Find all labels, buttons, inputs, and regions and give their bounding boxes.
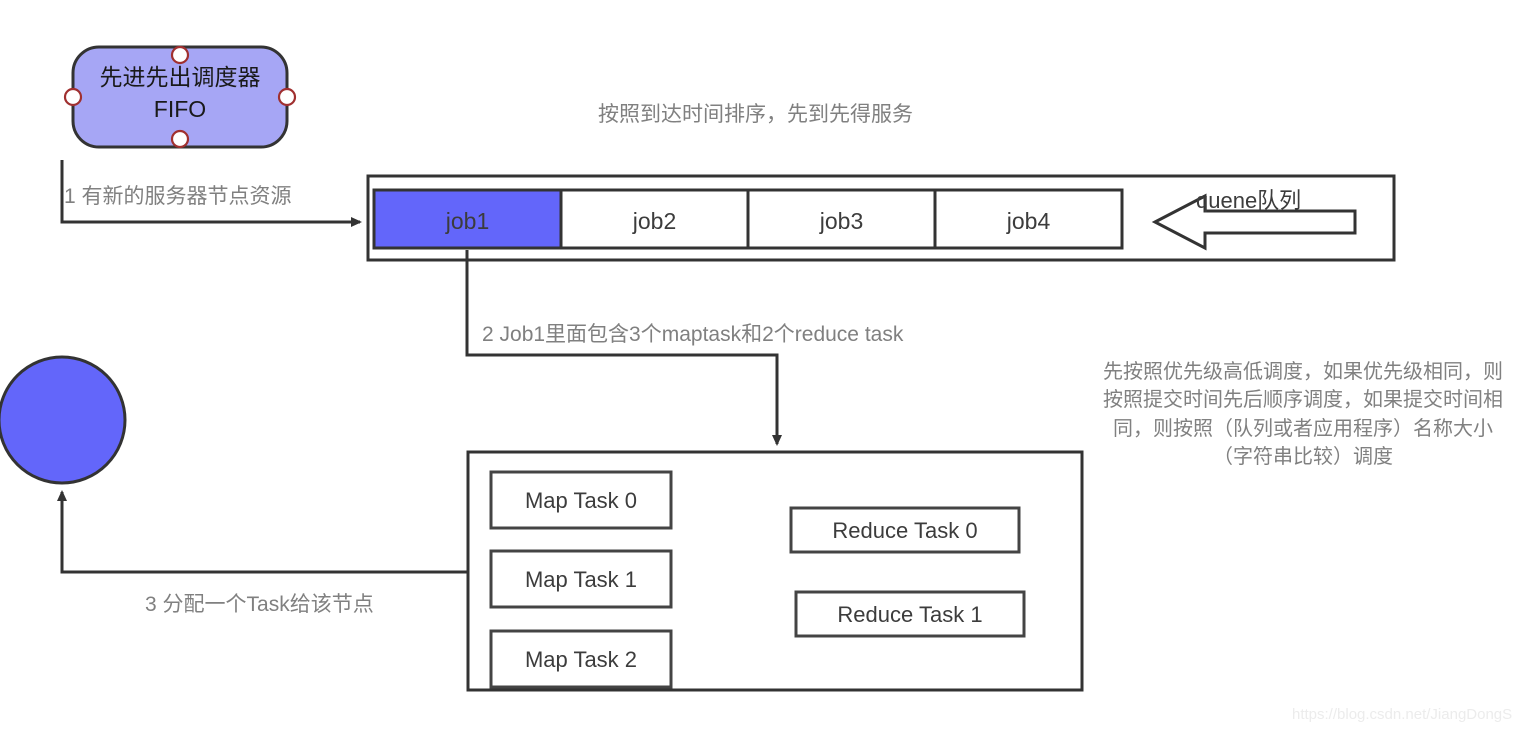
queue-note-label: quene队列 bbox=[1196, 188, 1302, 213]
reduce-task-0-box[interactable] bbox=[789, 506, 1021, 554]
connector-new-resource bbox=[60, 160, 362, 227]
reduce-task-0-label: Reduce Task 0 bbox=[832, 518, 978, 543]
queue-cell-job3[interactable] bbox=[746, 188, 937, 250]
fifo-handle-bottom[interactable] bbox=[170, 129, 190, 149]
job3-label: job3 bbox=[819, 208, 864, 234]
fifo-label-line2: FIFO bbox=[153, 95, 207, 122]
map-task-2-label: Map Task 2 bbox=[524, 647, 638, 672]
fifo-handle-top[interactable] bbox=[170, 45, 190, 65]
job4-label: job4 bbox=[1006, 208, 1051, 234]
job2-label: job2 bbox=[632, 208, 677, 234]
server-node-circle[interactable] bbox=[0, 355, 127, 485]
map-task-0-label: Map Task 0 bbox=[524, 488, 638, 513]
map-task-1-box[interactable] bbox=[489, 549, 673, 609]
queue-order-annotation: 按照到达时间排序，先到先得服务 bbox=[598, 103, 913, 126]
queue-cell-job4[interactable] bbox=[933, 188, 1124, 250]
job1-label: job1 bbox=[445, 208, 490, 234]
map-task-1-label: Map Task 1 bbox=[524, 567, 638, 592]
step-2-annotation: 2 Job1里面包含3个maptask和2个reduce task bbox=[482, 323, 904, 346]
reduce-task-1-box[interactable] bbox=[794, 590, 1026, 638]
queue-cell-job2[interactable] bbox=[559, 188, 750, 250]
map-task-2-box[interactable] bbox=[489, 629, 673, 689]
watermark-text: https://blog.csdn.net/JiangDongS bbox=[1292, 706, 1513, 723]
map-task-0-box[interactable] bbox=[489, 470, 673, 530]
connector-job1-to-tasks bbox=[465, 250, 782, 446]
queue-direction-arrow bbox=[1151, 193, 1357, 251]
priority-rule-annotation: 先按照优先级高低调度，如果优先级相同，则按照提交时间先后顺序调度，如果提交时间相… bbox=[1103, 361, 1503, 469]
queue-cell-job1[interactable] bbox=[372, 188, 563, 250]
step-1-annotation: 1 有新的服务器节点资源 bbox=[64, 185, 292, 208]
connector-task-to-node bbox=[57, 490, 468, 574]
reduce-task-1-label: Reduce Task 1 bbox=[837, 602, 983, 627]
fifo-label-line1: 先进先出调度器 bbox=[99, 64, 261, 90]
fifo-handle-right[interactable] bbox=[277, 87, 297, 107]
queue-outer-frame bbox=[366, 174, 1396, 262]
step-3-annotation: 3 分配一个Task给该节点 bbox=[145, 593, 374, 616]
fifo-node-label: 先进先出调度器 FIFO bbox=[72, 62, 288, 125]
fifo-handle-left[interactable] bbox=[63, 87, 83, 107]
fifo-scheduler-node[interactable] bbox=[63, 45, 297, 149]
